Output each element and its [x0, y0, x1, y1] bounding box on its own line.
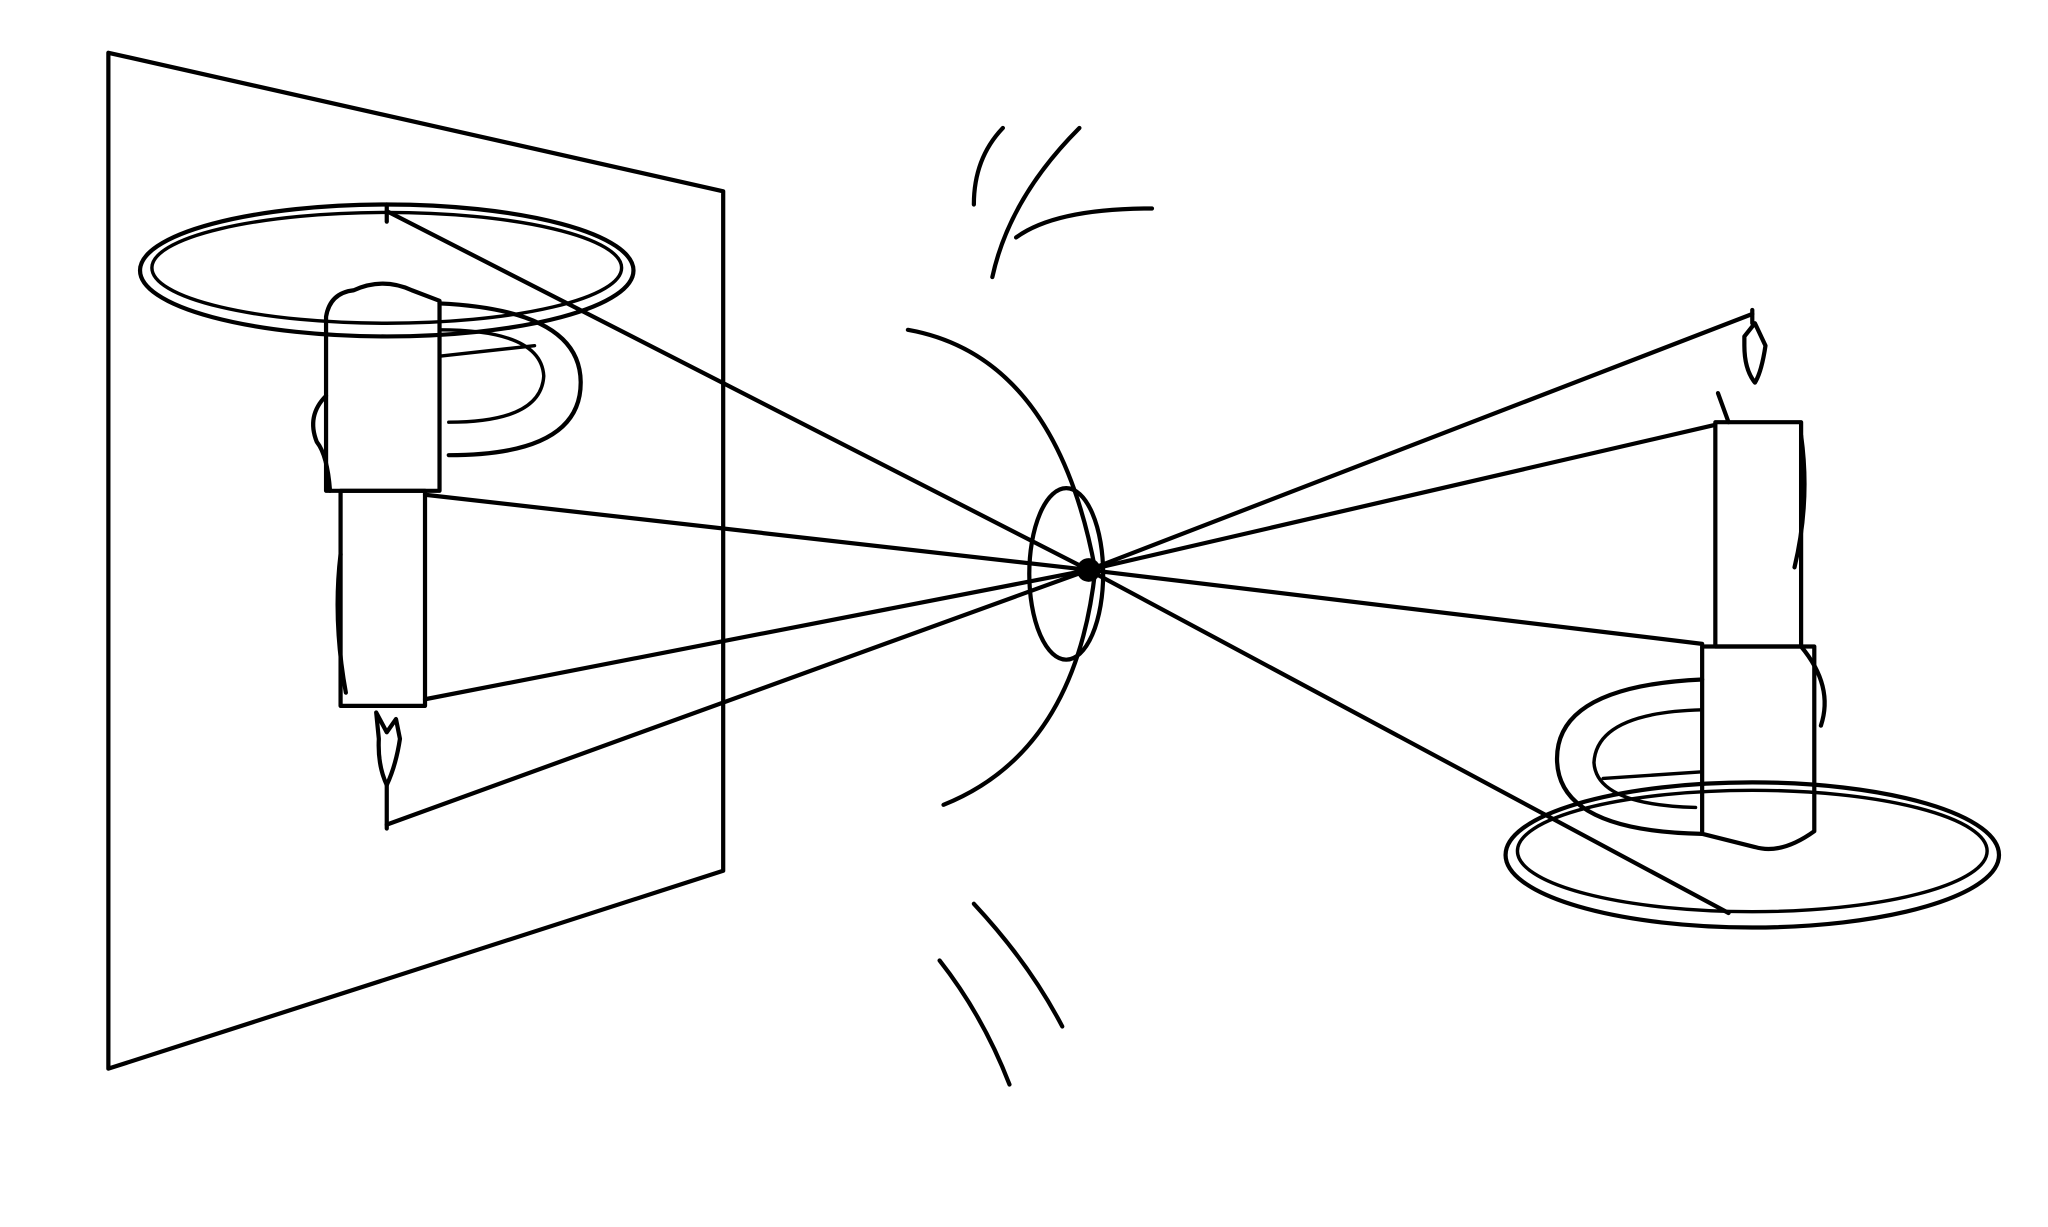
- ray: [1086, 567, 1705, 646]
- ray: [1086, 311, 1755, 573]
- light-rays: [384, 208, 1755, 916]
- ray: [1086, 422, 1718, 573]
- ray: [384, 208, 1091, 573]
- ray: [422, 567, 1091, 702]
- lens: [905, 125, 1155, 1087]
- object-candle: [1503, 307, 2002, 930]
- ray: [422, 492, 1091, 573]
- ray: [384, 567, 1091, 827]
- ray: [1086, 567, 1731, 916]
- inverted-image-candle: [137, 202, 636, 831]
- projection-screen: [106, 50, 726, 1071]
